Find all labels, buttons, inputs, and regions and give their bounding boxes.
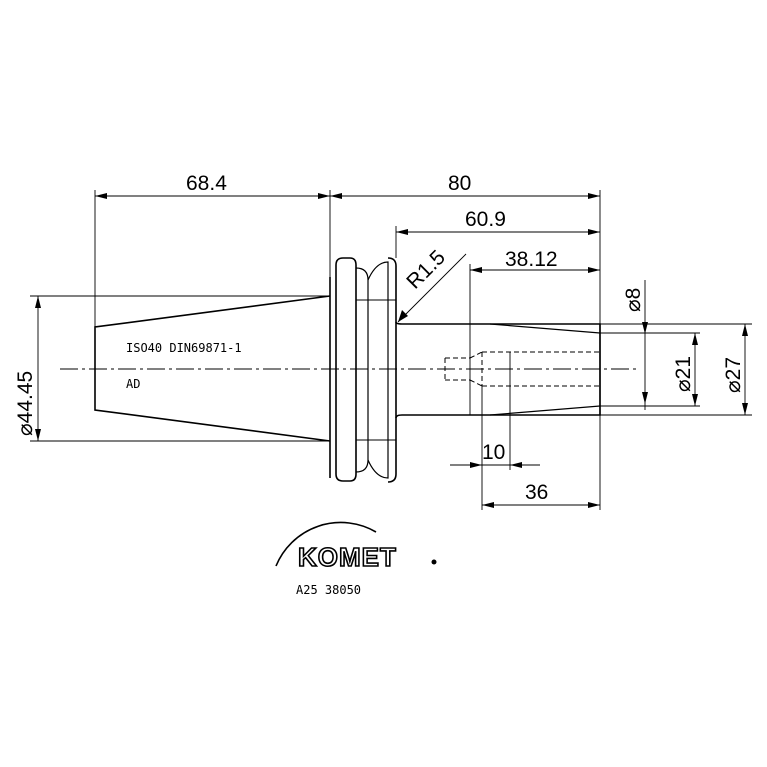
taper-body — [94, 295, 331, 442]
dim-38-12-text: 38.12 — [505, 248, 558, 271]
logo-arc — [275, 521, 377, 567]
dim-dia-21-text: ⌀21 — [672, 356, 695, 392]
dim-10: 10 — [450, 386, 540, 510]
standard-label: ISO40 DIN69871-1 — [126, 341, 242, 355]
dim-60-9-text: 60.9 — [465, 208, 506, 231]
dim-68-4-text: 68.4 — [186, 172, 227, 195]
dim-68-4: 68.4 — [94, 172, 331, 327]
dim-60-9: 60.9 — [395, 208, 600, 258]
dim-dia-44-45-text: ⌀44.45 — [14, 371, 37, 436]
dim-36-text: 36 — [525, 481, 548, 504]
dim-80: 80 — [330, 172, 601, 324]
dim-dia-8: ⌀8 — [622, 280, 648, 410]
logo-brand: KOMET — [298, 542, 397, 572]
dim-dia-21: ⌀21 — [600, 332, 700, 407]
dim-dia-27: ⌀27 — [600, 323, 752, 416]
part-number: A25 38050 — [296, 583, 361, 597]
dim-38-12: 38.12 — [469, 248, 600, 415]
dim-36: 36 — [482, 415, 601, 510]
flange — [329, 257, 397, 483]
form-label: AD — [126, 377, 140, 391]
dim-dia-44-45: ⌀44.45 — [14, 295, 330, 442]
dim-radius: R1.5 — [397, 246, 467, 323]
dim-dia-27-text: ⌀27 — [722, 357, 745, 393]
dim-80-text: 80 — [448, 172, 471, 195]
komet-logo: KOMET A25 38050 — [275, 521, 437, 597]
dim-dia-8-text: ⌀8 — [622, 288, 645, 312]
dim-10-text: 10 — [482, 441, 505, 464]
dim-radius-text: R1.5 — [402, 246, 450, 294]
